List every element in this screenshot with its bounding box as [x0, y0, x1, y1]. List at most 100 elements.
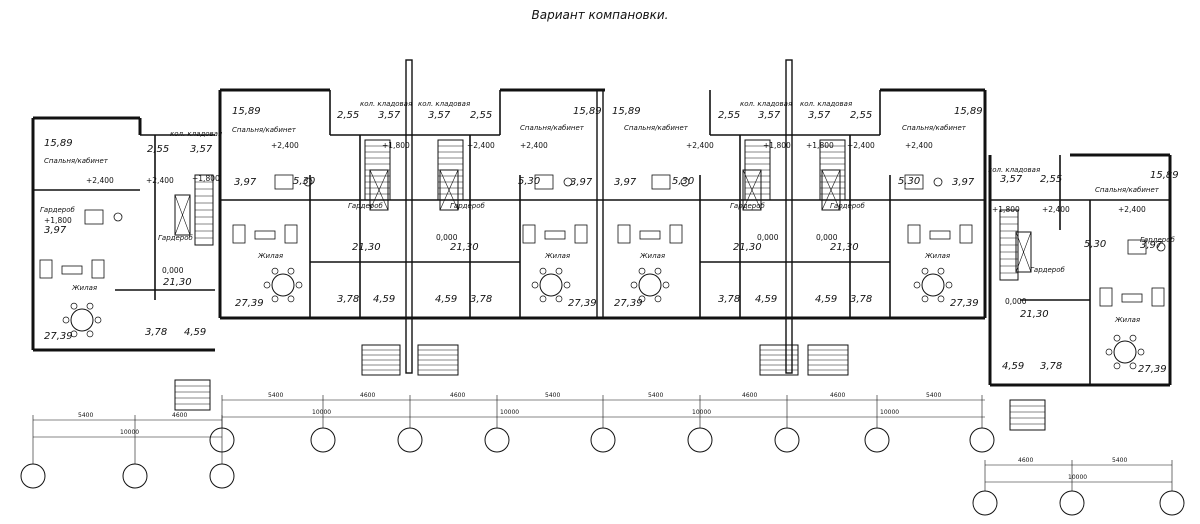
dimension-text: 5400 — [648, 392, 663, 399]
room-name-living: Жилая — [544, 252, 570, 260]
cross — [1015, 231, 1032, 273]
dimension-text: 10000 — [120, 429, 139, 436]
area-label: 3,97 — [234, 177, 257, 188]
area-label: 21,30 — [1020, 309, 1049, 320]
cross — [439, 169, 459, 211]
bathtub — [534, 174, 554, 190]
wardrobe-box — [1015, 231, 1032, 273]
area-label: 4,59 — [184, 327, 206, 338]
area-label: 4,59 — [755, 294, 777, 305]
chair — [921, 295, 929, 303]
armchair — [1099, 287, 1113, 307]
chair — [86, 330, 94, 338]
room-name-bedroom: Спальня/кабинет — [44, 157, 109, 165]
room-name-bedroom: Спальня/кабинет — [624, 124, 689, 132]
toilet — [563, 177, 573, 187]
level-mark-mid: +1,800 — [382, 141, 410, 150]
level-mark-mid: +1,800 — [992, 205, 1020, 214]
grid-axis-marker — [122, 463, 148, 489]
dimension-text: 5400 — [1112, 457, 1127, 464]
room-name-wardrobe: Гардероб — [1140, 236, 1176, 244]
coffee-table — [929, 230, 951, 240]
area-label: 21,30 — [450, 242, 479, 253]
chair — [539, 295, 547, 303]
area-label: 21,30 — [733, 242, 762, 253]
party-wall-column — [596, 89, 604, 319]
cross — [369, 169, 389, 211]
area-label: 27,39 — [235, 298, 264, 309]
area-label: 2,55 — [337, 110, 359, 121]
dining-table — [70, 308, 94, 332]
level-mark-ground: 0,000 — [816, 233, 838, 242]
grid-axis-marker — [687, 427, 713, 453]
area-label: 15,89 — [232, 106, 261, 117]
coffee-table — [544, 230, 566, 240]
dimension-text: 4600 — [1018, 457, 1033, 464]
area-label: 15,89 — [612, 106, 641, 117]
chair — [1105, 348, 1113, 356]
drawing-title: Вариант компановки. — [531, 8, 669, 22]
coffee-table — [61, 265, 83, 275]
level-mark-ground: 0,000 — [162, 266, 184, 275]
chair — [70, 302, 78, 310]
level-mark-mid: +1,800 — [763, 141, 791, 150]
area-label: 4,59 — [815, 294, 837, 305]
room-name-wardrobe: Гардероб — [730, 202, 766, 210]
level-mark-mid: +1,800 — [806, 141, 834, 150]
dimension-text: 5400 — [78, 412, 93, 419]
area-label: 3,57 — [1000, 174, 1023, 185]
dimension-text: 4600 — [830, 392, 845, 399]
area-label: 4,59 — [435, 294, 457, 305]
armchair — [669, 224, 683, 244]
area-label: 3,97 — [952, 177, 975, 188]
grid-axis-marker — [864, 427, 890, 453]
dimension-text: 4600 — [742, 392, 757, 399]
chair — [287, 295, 295, 303]
level-mark-upper: +2,400 — [1118, 205, 1146, 214]
area-label: 3,97 — [44, 225, 67, 236]
grid-axis-marker — [590, 427, 616, 453]
chair — [945, 281, 953, 289]
level-mark-ground: 0,000 — [436, 233, 458, 242]
chair — [1113, 362, 1121, 370]
armchair — [1151, 287, 1165, 307]
area-label: 3,97 — [614, 177, 637, 188]
chair — [287, 267, 295, 275]
level-mark-upper: +2,400 — [847, 141, 875, 150]
level-mark-upper: +2,400 — [86, 176, 114, 185]
area-label: 3,57 — [428, 110, 451, 121]
chair — [531, 281, 539, 289]
dimension-text: 5400 — [268, 392, 283, 399]
area-label: 27,39 — [568, 298, 597, 309]
chair — [1113, 334, 1121, 342]
chair — [271, 267, 279, 275]
dimension-text: 4600 — [172, 412, 187, 419]
toilet — [113, 212, 123, 222]
armchair — [232, 224, 246, 244]
area-label: 5,30 — [518, 176, 540, 187]
level-mark-upper: +2,400 — [271, 141, 299, 150]
grid-axis-marker — [209, 463, 235, 489]
room-name-storage: кол. кладовая — [740, 100, 792, 108]
grid-axis-marker — [310, 427, 336, 453]
dimension-text: 5400 — [545, 392, 560, 399]
area-label: 21,30 — [163, 277, 192, 288]
room-name-storage: кол. кладовая — [170, 130, 222, 138]
area-label: 15,89 — [573, 106, 602, 117]
room-name-wardrobe: Гардероб — [40, 206, 76, 214]
bathtub — [1127, 239, 1147, 255]
chair — [921, 267, 929, 275]
room-name-storage: кол. кладовая — [800, 100, 852, 108]
bathtub — [84, 209, 104, 225]
room-name-wardrobe: Гардероб — [450, 202, 486, 210]
bathtub — [274, 174, 294, 190]
area-label: 5,30 — [293, 176, 315, 187]
armchair — [284, 224, 298, 244]
chair — [654, 267, 662, 275]
armchair — [39, 259, 53, 279]
chair — [638, 267, 646, 275]
room-name-wardrobe: Гардероб — [1030, 266, 1066, 274]
dining-table — [1113, 340, 1137, 364]
area-label: 2,55 — [1040, 174, 1062, 185]
